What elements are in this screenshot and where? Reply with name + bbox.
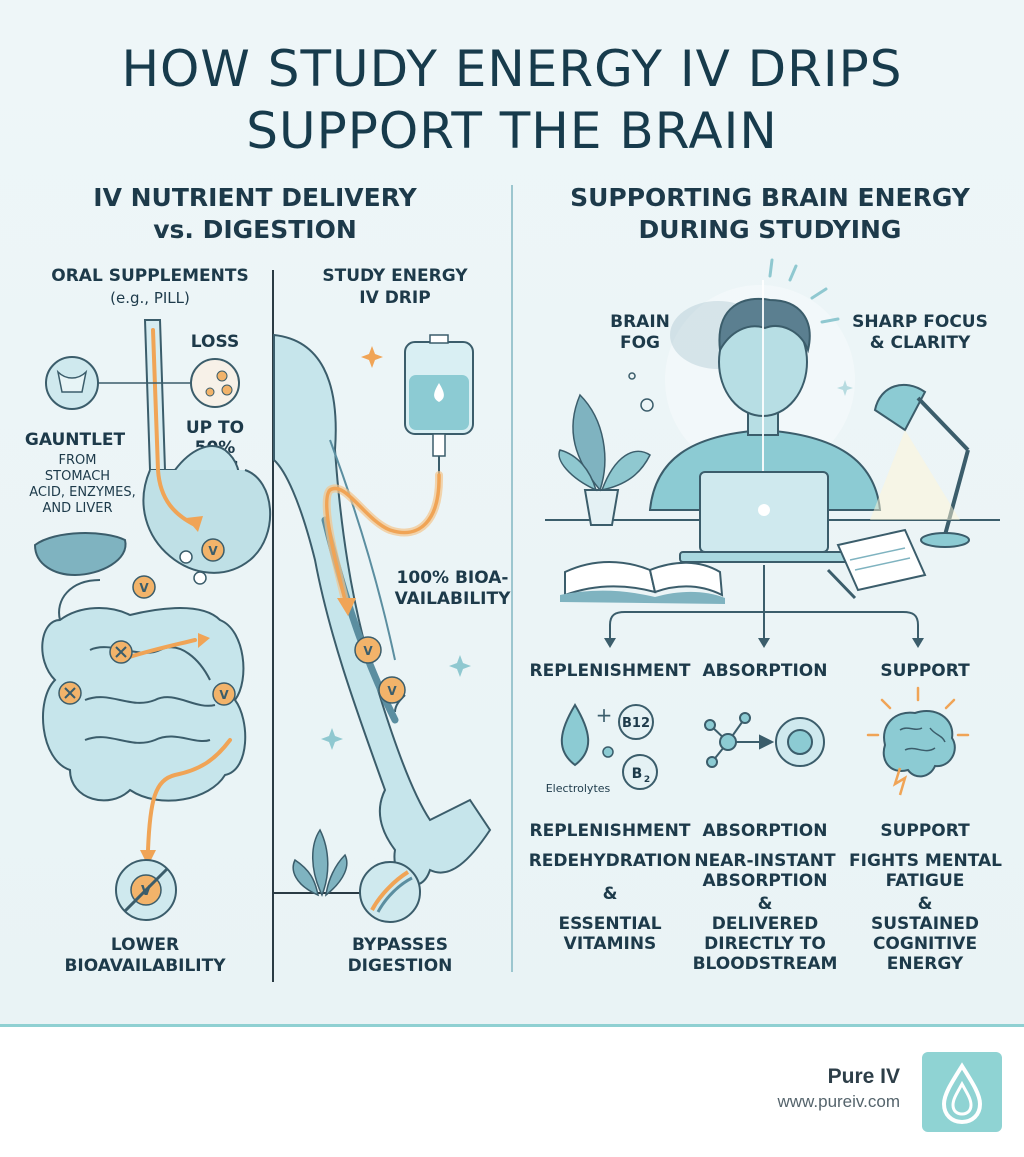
absorption-line4: BLOODSTREAM — [692, 954, 838, 974]
sharp-focus-line2: & CLARITY — [869, 333, 971, 353]
v-marker: V — [208, 544, 218, 558]
branch-absorption-bottom-label: ABSORPTION — [702, 821, 828, 841]
x-markers — [64, 646, 127, 699]
branch-connector — [609, 565, 919, 640]
branch-replenishment-top-label: REPLENISHMENT — [529, 661, 691, 681]
right-heading-line2: DURING STUDYING — [638, 215, 902, 244]
footer — [0, 1024, 1024, 1157]
student-illustration — [648, 280, 882, 520]
electrolytes-label: Electrolytes — [546, 782, 611, 795]
gauntlet-line2: STOMACH — [44, 469, 111, 484]
branch-support-top-label: SUPPORT — [880, 661, 970, 681]
b2-subscript: 2 — [644, 775, 650, 785]
sharp-focus-line1: SHARP FOCUS — [852, 312, 988, 332]
iv-drip-label-line2: IV DRIP — [359, 288, 431, 308]
leaf-plant-icon — [292, 828, 348, 897]
svg-text:+: + — [596, 703, 613, 727]
water-drop-logo-icon — [941, 1062, 983, 1125]
gauntlet-title: GAUNTLET — [24, 430, 126, 450]
replenishment-amp: & — [602, 884, 618, 904]
arrowhead — [186, 516, 203, 532]
support-line3: COGNITIVE — [872, 934, 978, 954]
brain-fog-line2: FOG — [619, 333, 661, 353]
loss-label: LOSS — [190, 332, 240, 352]
gauntlet-line4: AND LIVER — [42, 501, 113, 516]
b2-label: B — [632, 766, 643, 782]
vitamin-dot — [378, 676, 406, 704]
oral-supplements-label: ORAL SUPPLEMENTS — [51, 266, 249, 286]
blocked-vitamin-icon — [115, 859, 177, 921]
v-marker: V — [139, 581, 149, 595]
left-heading-line2: vs. DIGESTION — [153, 215, 357, 244]
potted-plant-icon — [558, 393, 651, 526]
bioavailability-line1: 100% BIOA- — [396, 568, 509, 588]
pure-iv-logo — [922, 1052, 1002, 1132]
right-heading-line1: SUPPORTING BRAIN ENERGY — [570, 183, 970, 212]
left-inner-divider-base — [272, 892, 377, 894]
support-amp: & — [917, 894, 933, 914]
support-line2: SUSTAINED — [870, 914, 979, 934]
branch-support-bottom-label: SUPPORT — [880, 821, 970, 841]
absorption-line2: DELIVERED — [711, 914, 819, 934]
absorption-line1: NEAR-INSTANT — [694, 851, 836, 871]
sparkle-icons — [321, 380, 853, 750]
left-inner-divider — [272, 270, 274, 982]
lower-bioavailability-line1: LOWER — [110, 935, 180, 955]
electrolyte-drop-icon: + — [560, 703, 658, 790]
oral-supplements-sublabel: (e.g., PILL) — [110, 289, 190, 307]
bypasses-digestion-line2: DIGESTION — [347, 956, 453, 976]
arrowhead — [337, 598, 356, 616]
branch-arrowheads — [604, 638, 924, 648]
sparkle-icons — [361, 346, 383, 368]
bypasses-digestion-line1: BYPASSES — [352, 935, 448, 955]
support-line1: FIGHTS MENTAL — [849, 851, 1002, 871]
brand-block: Pure IV www.pureiv.com — [778, 1065, 901, 1112]
arrowhead — [140, 850, 156, 866]
lower-bioavailability-line2: BIOAVAILABILITY — [64, 956, 226, 976]
absorption-line3: DIRECTLY TO — [704, 934, 826, 954]
branch-replenishment-bottom-label: REPLENISHMENT — [529, 821, 691, 841]
absorption-amp: & — [757, 894, 773, 914]
replenishment-line2: ESSENTIAL — [558, 914, 662, 934]
iv-drip-label-line1: STUDY ENERGY — [322, 266, 468, 286]
absorption-molecule-icon — [704, 712, 825, 768]
branch-absorption-top-label: ABSORPTION — [702, 661, 828, 681]
brand-url-link[interactable]: www.pureiv.com — [777, 1092, 901, 1111]
brain-fog-line1: BRAIN — [610, 312, 670, 332]
replenishment-line3: VITAMINS — [563, 934, 657, 954]
replenishment-line1: REDEHYDRATION — [528, 851, 692, 871]
center-divider — [511, 185, 513, 972]
vitamin-dot — [354, 636, 382, 664]
support-line1b: FATIGUE — [885, 871, 965, 891]
gauntlet-icon — [45, 356, 190, 410]
arrowhead — [198, 633, 210, 648]
illustrations: V V V V — [33, 258, 1000, 923]
fog-bubbles — [628, 372, 654, 412]
loss-pct-line1: UP TO — [185, 418, 245, 438]
focus-rays-icon — [768, 258, 840, 324]
left-heading-line1: IV NUTRIENT DELIVERY — [93, 183, 417, 212]
laptop-icon — [679, 471, 849, 563]
desk-lamp-icon — [870, 383, 970, 548]
v-marker: V — [219, 688, 229, 702]
v-marker: V — [141, 884, 151, 899]
brain-icon — [866, 686, 970, 796]
page-title: HOW STUDY ENERGY IV DRIPS SUPPORT THE BR… — [121, 40, 903, 160]
brand-name: Pure IV — [827, 1065, 900, 1088]
b12-label: B12 — [622, 716, 650, 731]
loss-icon — [190, 358, 240, 408]
gauntlet-line1: FROM — [58, 453, 97, 468]
iv-bag-icon — [404, 334, 474, 475]
absorption-line1b: ABSORPTION — [702, 871, 828, 891]
iv-flow-arrow — [325, 473, 441, 602]
notebook-icon — [826, 528, 927, 600]
bypass-vein-icon — [359, 861, 421, 923]
open-book-icon — [560, 561, 725, 604]
support-line4: ENERGY — [886, 954, 964, 974]
gauntlet-line3: ACID, ENZYMES, — [29, 485, 136, 500]
bioavailability-line2: VAILABILITY — [394, 589, 511, 609]
v-marker: V — [387, 684, 397, 698]
v-marker: V — [363, 644, 373, 658]
